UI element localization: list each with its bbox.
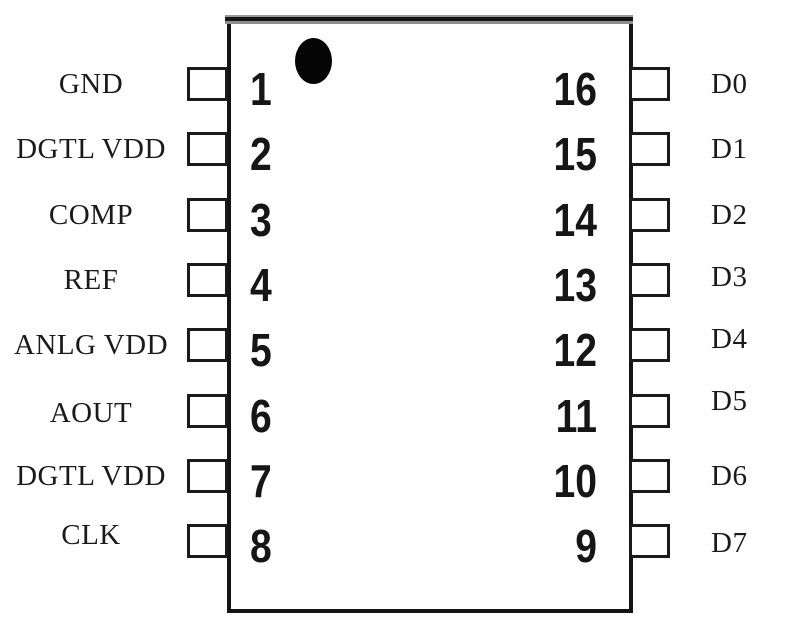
pin-label: D6 bbox=[711, 459, 748, 492]
chip-body bbox=[227, 18, 633, 613]
pin-number: 3 bbox=[250, 193, 272, 246]
pin-label: D5 bbox=[711, 384, 748, 417]
pin-number: 15 bbox=[553, 128, 597, 181]
pin-label: ANLG VDD bbox=[13, 329, 169, 362]
pin-pad bbox=[629, 393, 670, 428]
pin1-indicator-dot-icon bbox=[295, 38, 332, 84]
pin-pad bbox=[187, 393, 228, 428]
pin-number: 10 bbox=[553, 454, 597, 507]
chip-top-edge-shadow bbox=[225, 15, 633, 24]
pin-pad bbox=[187, 132, 228, 167]
pin-number: 16 bbox=[553, 63, 597, 115]
pin-label: D7 bbox=[711, 527, 748, 560]
pin-label: COMP bbox=[48, 198, 134, 231]
pin-label: CLK bbox=[61, 519, 121, 552]
pin-number: 9 bbox=[575, 520, 597, 573]
pin-number: 11 bbox=[555, 389, 597, 442]
pin-pad bbox=[629, 524, 670, 559]
pin-pad bbox=[629, 197, 670, 232]
pin-label: GND bbox=[58, 68, 124, 100]
pin-number: 6 bbox=[250, 389, 272, 442]
pin-number: 13 bbox=[553, 258, 597, 311]
pin-pad bbox=[187, 67, 228, 101]
pin-label: DGTL VDD bbox=[16, 133, 166, 166]
pin-number: 5 bbox=[250, 324, 272, 377]
pin-label: AOUT bbox=[49, 396, 133, 429]
pin-label: D4 bbox=[711, 323, 748, 356]
pin-pad bbox=[629, 328, 670, 363]
pin-label: DGTL VDD bbox=[16, 459, 166, 492]
pin-pad bbox=[187, 328, 228, 363]
pin-pad bbox=[629, 262, 670, 297]
pin-label: REF bbox=[63, 263, 119, 296]
pin-label: D0 bbox=[711, 68, 748, 100]
pin-number: 4 bbox=[250, 258, 272, 311]
pin-pad bbox=[187, 458, 228, 493]
pin-label: D1 bbox=[711, 133, 748, 166]
pin-pad bbox=[187, 524, 228, 559]
pin-number: 8 bbox=[250, 520, 272, 573]
pin-pad bbox=[187, 197, 228, 232]
pin-number: 1 bbox=[250, 63, 272, 115]
pin-pad bbox=[629, 458, 670, 493]
pin-label: D2 bbox=[711, 198, 748, 231]
pin-number: 14 bbox=[553, 193, 597, 246]
pin-pad bbox=[187, 262, 228, 297]
pin-number: 2 bbox=[250, 128, 272, 181]
pin-pad bbox=[629, 132, 670, 167]
pin-pad bbox=[629, 67, 670, 101]
pin-number: 12 bbox=[553, 324, 597, 377]
pin-number: 7 bbox=[250, 454, 272, 507]
pin-label: D3 bbox=[711, 260, 748, 293]
